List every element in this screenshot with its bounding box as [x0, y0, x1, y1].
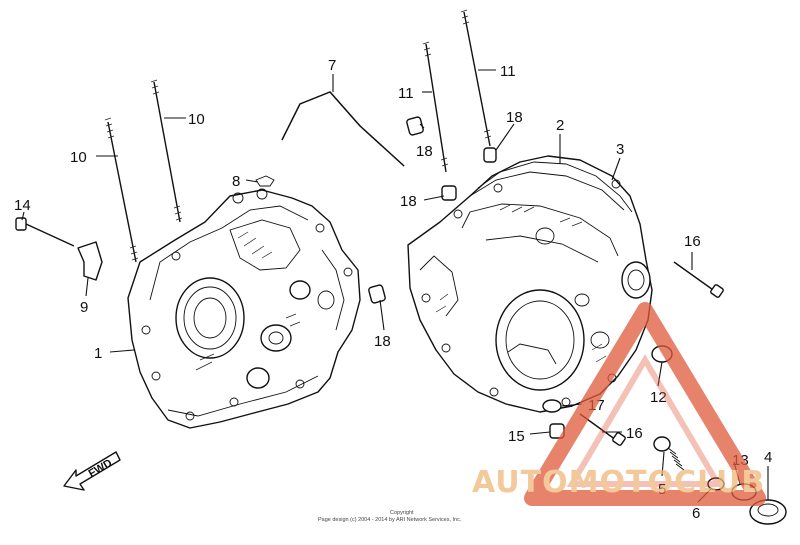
left-crankcase-half [127, 188, 361, 429]
forward-direction-arrow: FWD [63, 451, 121, 491]
callout-9: 9 [80, 299, 88, 316]
callout-18-top: 18 [416, 143, 433, 160]
watermark-logo: AUTOMOTOCLUB [472, 302, 766, 506]
spring-and-screen-5 [653, 436, 685, 471]
callout-18-stud: 18 [400, 193, 417, 210]
callout-15: 15 [508, 428, 525, 445]
callout-8: 8 [232, 173, 240, 190]
right-crankcase-half [407, 155, 653, 413]
callout-1: 1 [94, 345, 102, 362]
bolt-14 [15, 217, 75, 247]
callout-18-right: 18 [506, 109, 523, 126]
callout-7: 7 [328, 57, 336, 74]
fwd-label: FWD [87, 457, 115, 480]
callout-12: 12 [650, 389, 667, 406]
callout-10-right: 10 [188, 111, 205, 128]
callout-16-upper: 16 [684, 233, 701, 250]
callout-14: 14 [14, 197, 31, 214]
callout-11-right: 11 [500, 63, 516, 80]
callout-6: 6 [692, 505, 700, 522]
callout-2: 2 [556, 117, 564, 134]
dowel-pin-18-top [406, 116, 424, 136]
callout-18-lower: 18 [374, 333, 391, 350]
stud-bolt-11-left [422, 41, 449, 173]
watermark-text: AUTOMOTOCLUB [472, 465, 765, 500]
callout-10-left: 10 [70, 149, 87, 166]
callout-5: 5 [658, 481, 666, 498]
clip-8 [255, 175, 275, 187]
callout-3: 3 [616, 141, 624, 158]
copyright-line-1: Copyright [390, 510, 414, 516]
crankcase-gasket [477, 161, 633, 213]
stud-bolt-10-right [150, 79, 183, 223]
dowel-pin-18-lower [368, 284, 386, 304]
dowel-pin-18-right [483, 147, 497, 163]
callout-4: 4 [764, 449, 772, 466]
drain-cap-4 [749, 499, 787, 525]
copyright-line-2: Page design (c) 2004 - 2014 by ARI Netwo… [318, 517, 462, 523]
stud-bolt-11-right [460, 9, 492, 147]
dowel-pin-18-stud [441, 185, 457, 201]
bolt-16-upper [673, 261, 724, 298]
callout-16-lower: 16 [626, 425, 643, 442]
callout-11-left: 11 [398, 85, 414, 102]
washer-17 [542, 399, 562, 413]
bracket-9 [77, 241, 103, 281]
stud-bolt-10-left [104, 117, 139, 263]
